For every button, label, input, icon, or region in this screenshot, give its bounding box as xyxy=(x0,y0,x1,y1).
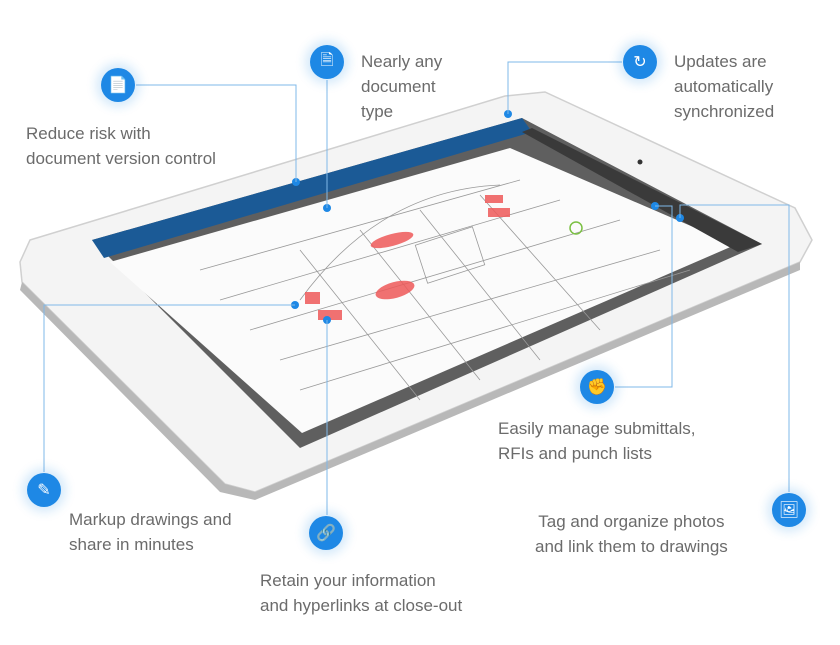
drawing-area xyxy=(110,148,735,433)
link-icon: 🔗 xyxy=(309,516,343,550)
markups xyxy=(305,195,510,320)
hotspots xyxy=(291,110,684,324)
sync-icon: ↻ xyxy=(623,45,657,79)
file-icon: 🗎 xyxy=(310,45,344,79)
callout-photos: Tag and organize photos and link them to… xyxy=(535,512,728,556)
pencil-icon: ✎ xyxy=(27,473,61,507)
connector-lines xyxy=(43,61,790,515)
image-icon: 🖼 xyxy=(772,493,806,527)
callout-submittals: Easily manage submittals, RFIs and punch… xyxy=(498,419,696,463)
blueprint-lines xyxy=(199,179,691,401)
callout-document-type: Nearly any document type xyxy=(361,52,443,121)
document-icon: 📄 xyxy=(101,68,135,102)
callout-hyperlinks: Retain your information and hyperlinks a… xyxy=(260,571,463,615)
callout-sync: Updates are automatically synchronized xyxy=(674,52,775,121)
fist-icon: ✊ xyxy=(580,370,614,404)
tool-bar xyxy=(522,128,762,252)
callout-version-control: Reduce risk with document version contro… xyxy=(26,124,216,168)
callout-markup: Markup drawings and share in minutes xyxy=(69,510,232,554)
app-bar xyxy=(92,118,532,258)
